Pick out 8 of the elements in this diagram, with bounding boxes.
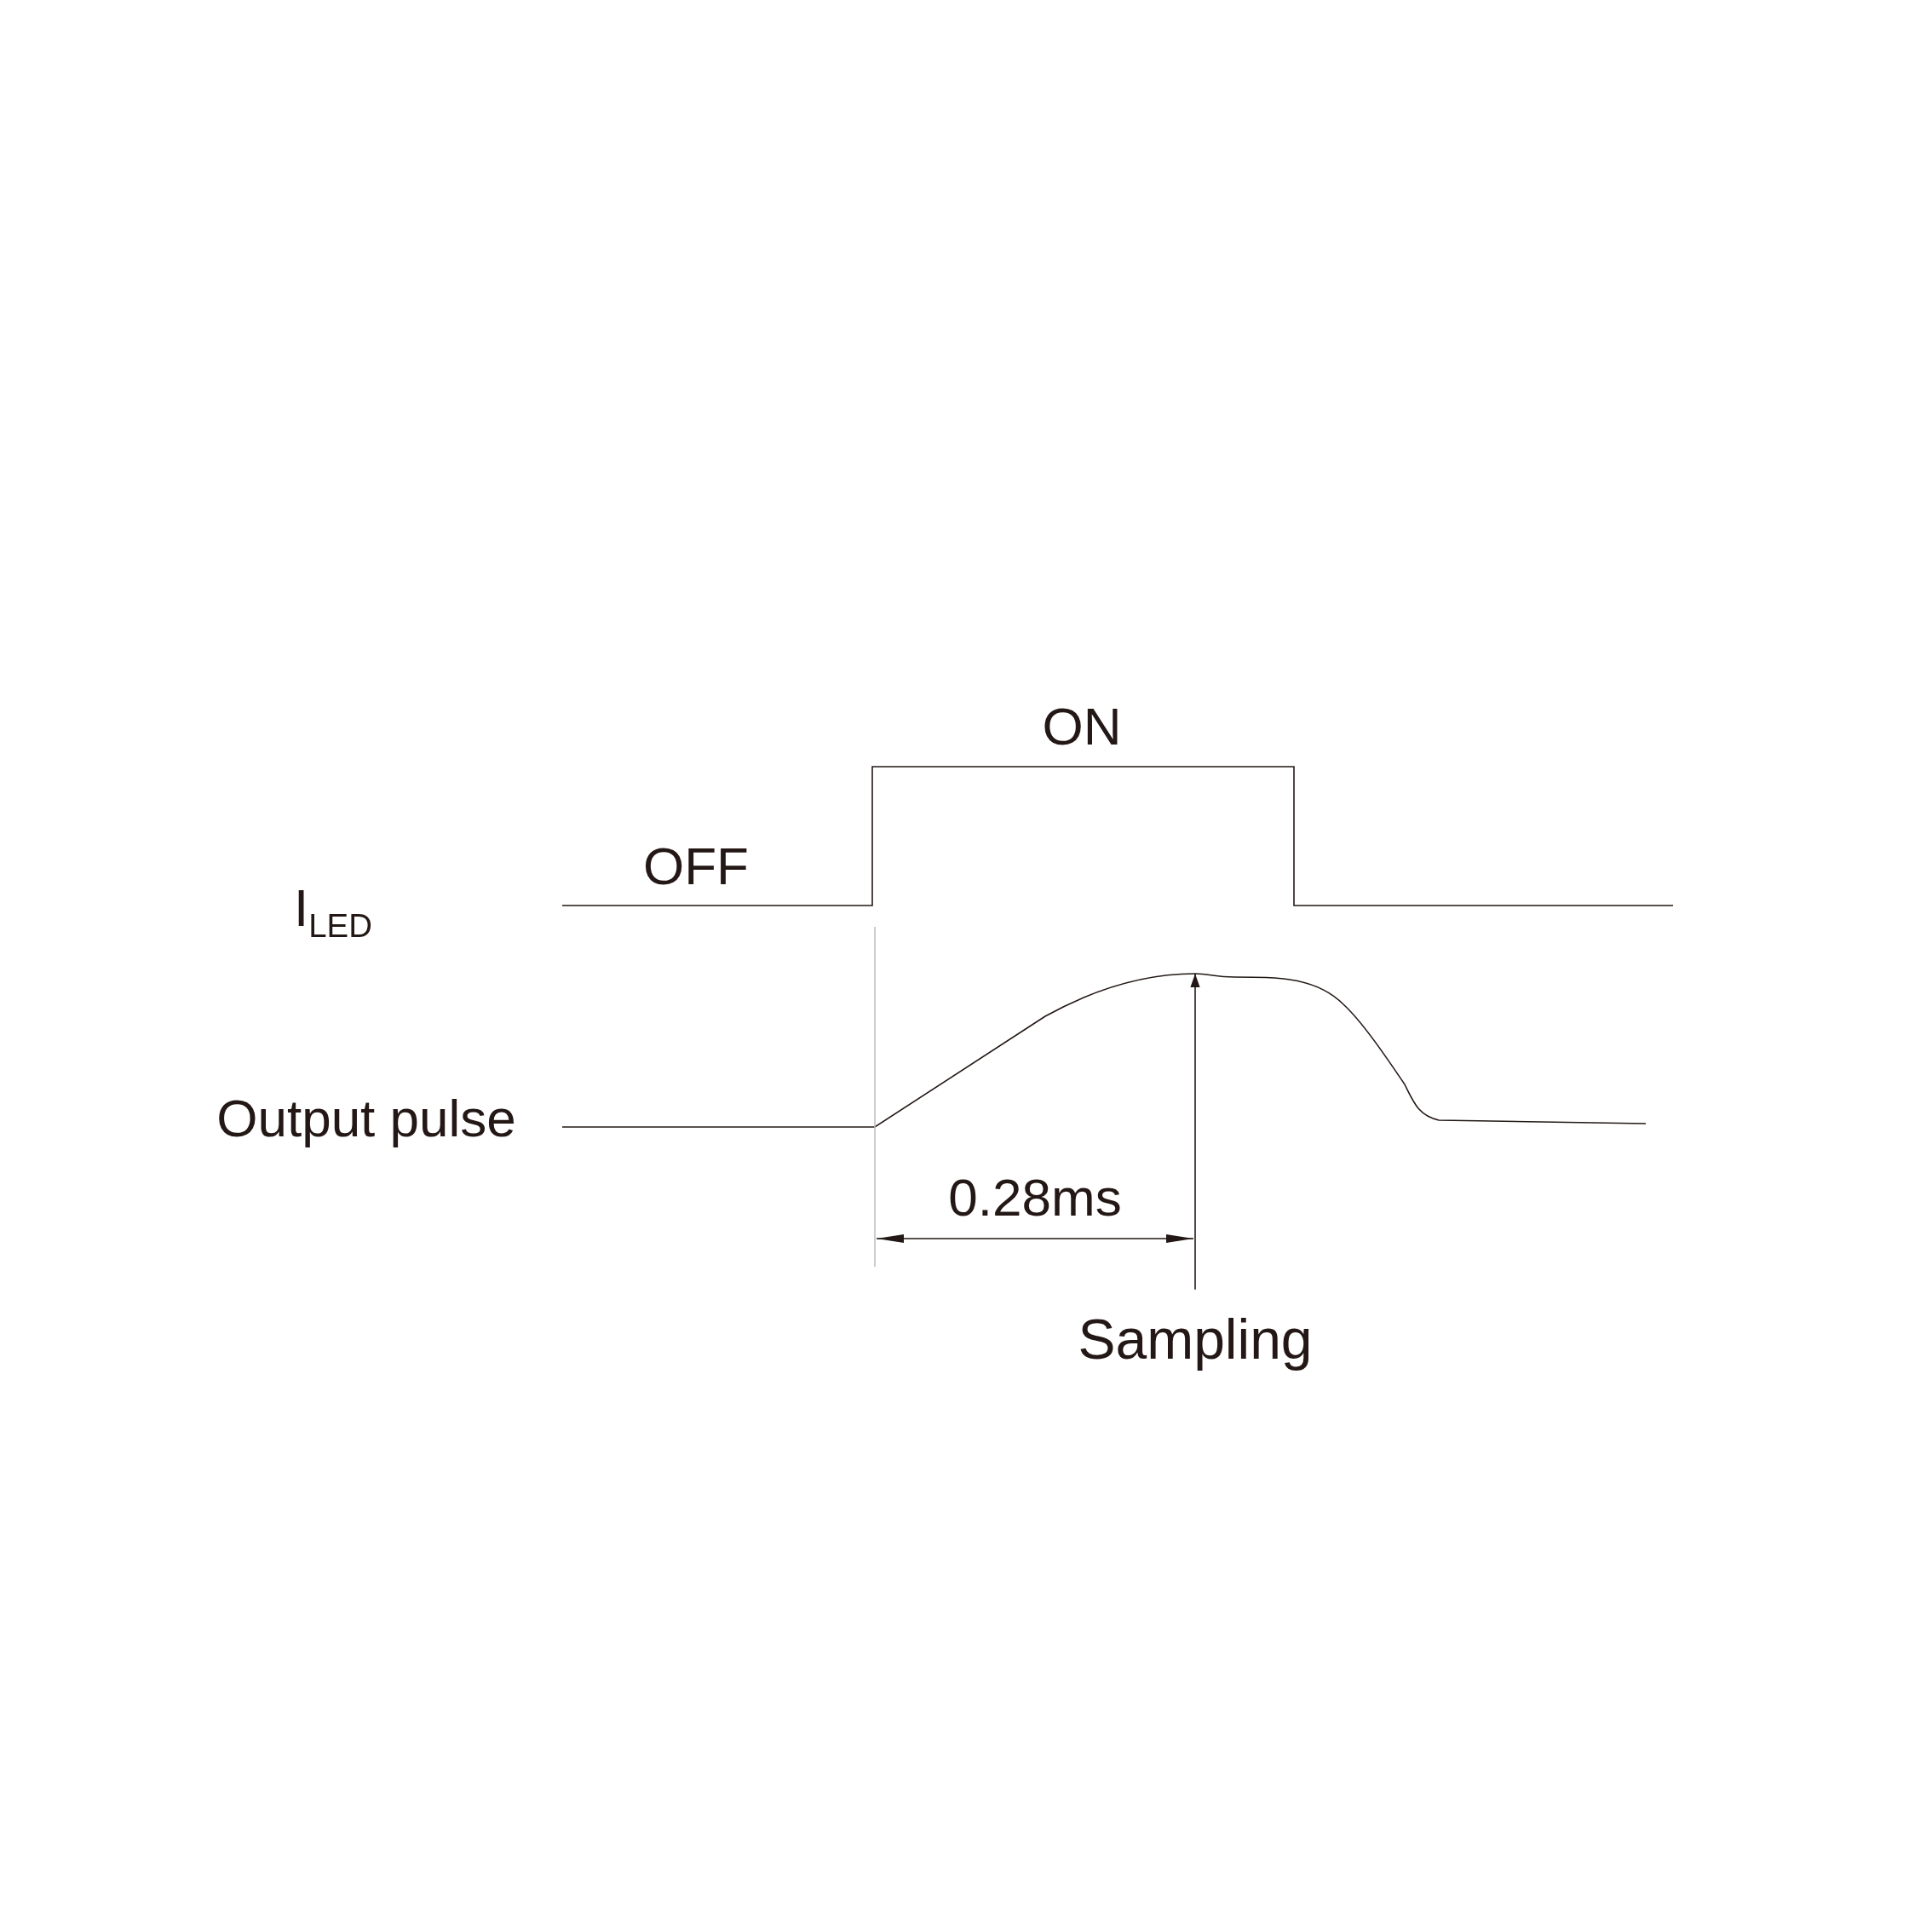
dimension-label: 0.28ms	[948, 1168, 1122, 1228]
signal-label: Output pulse	[216, 1089, 516, 1148]
arrow	[1190, 973, 1200, 1291]
state-label: ON	[1042, 697, 1122, 756]
sampling-label: Sampling	[1078, 1308, 1313, 1371]
signal-label: I$_{LED}$	[294, 878, 372, 945]
state-label: OFF	[643, 837, 749, 896]
output-waveform	[561, 973, 1647, 1128]
